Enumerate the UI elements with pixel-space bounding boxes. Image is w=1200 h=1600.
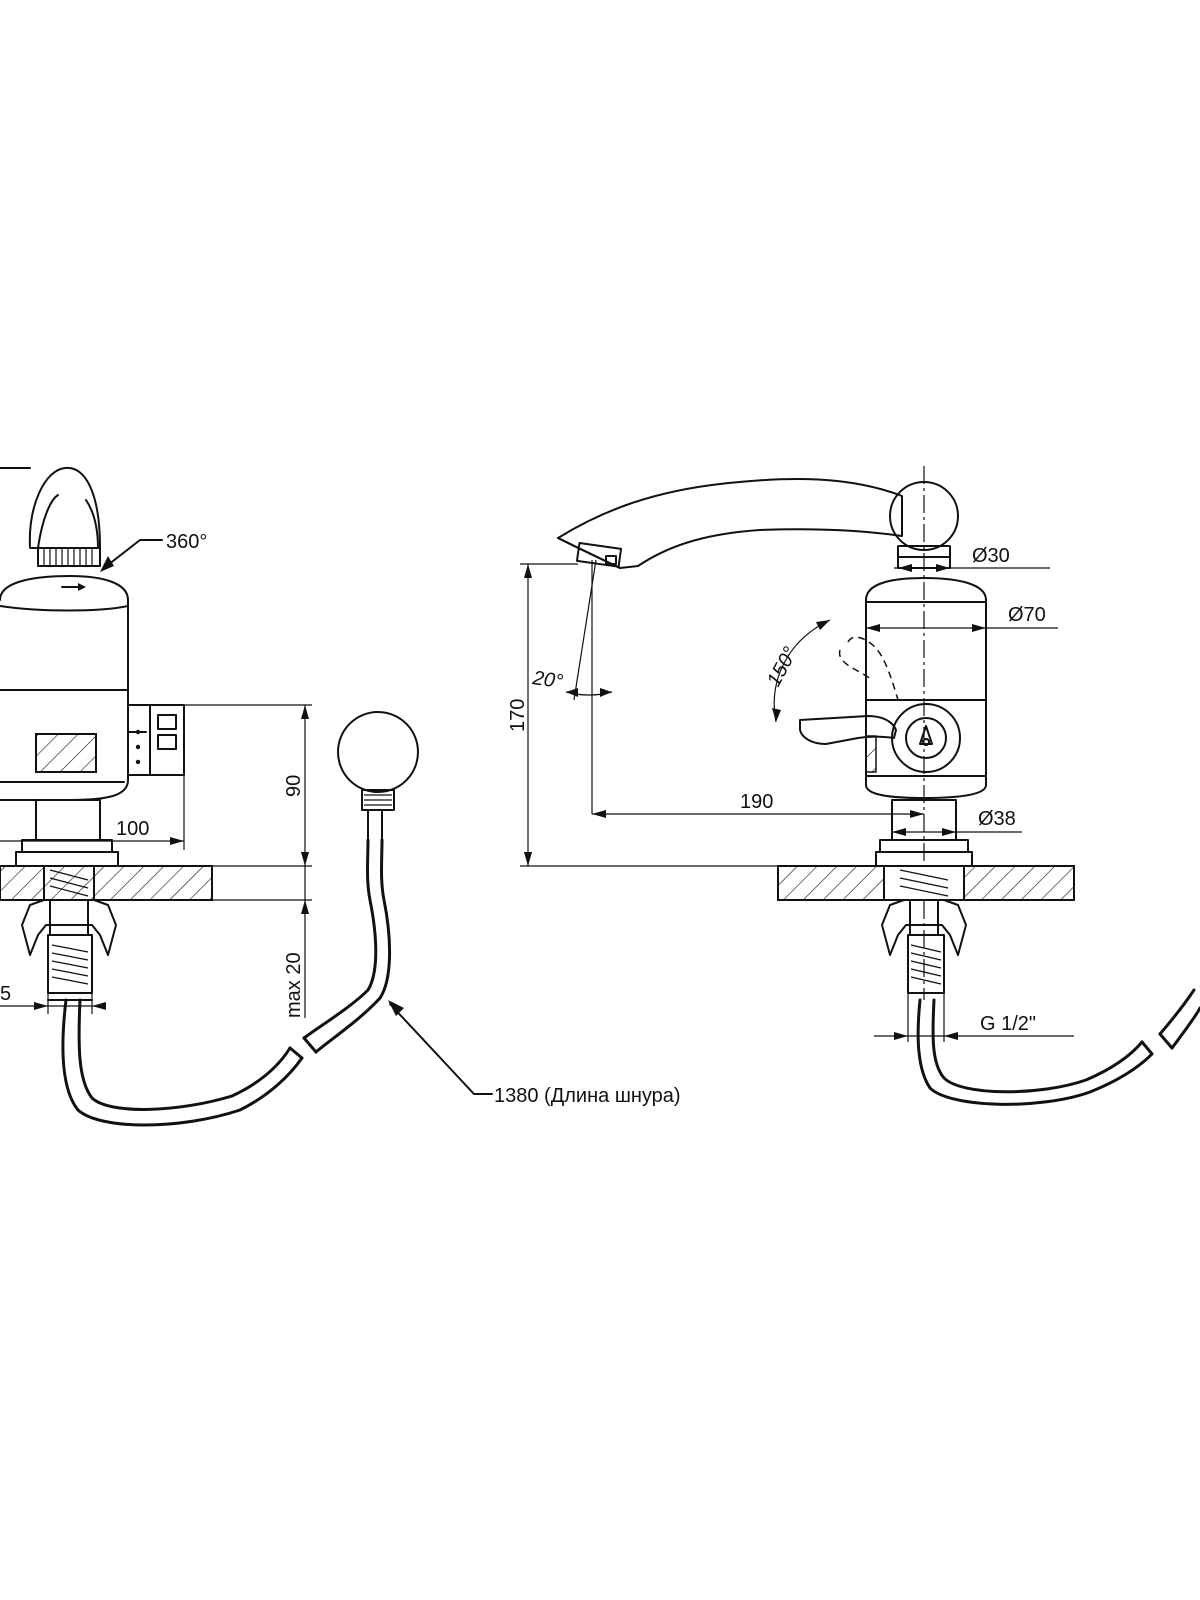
label-thread: G 1/2" [980,1013,1036,1035]
label-5: 5 [0,983,11,1005]
label-170: 170 [507,699,529,732]
plug-ball [337,711,419,793]
spout [557,478,903,569]
wing-nut-right [881,899,967,956]
label-150deg: 150° [763,643,802,690]
label-dia30: Ø30 [972,545,1010,567]
label-90: 90 [283,775,305,797]
label-20deg: 20° [530,667,564,693]
power-cord-left [61,998,304,1127]
label-360: 360° [166,531,207,553]
heater-window [35,733,97,773]
label-max20: max 20 [283,952,305,1018]
control-panel [127,704,185,776]
lever-ball [889,481,959,551]
lever-dome [28,466,101,549]
neck [35,799,101,841]
label-cord-length: 1380 (Длина шнура) [494,1085,681,1107]
power-cord-right [916,998,1154,1106]
lever-handle [799,715,897,745]
front-view: 170 20° 150° 190 Ø30 Ø70 Ø38 G [507,466,1200,1106]
shank-thread-lower [51,944,89,985]
shank-thread-upper [49,869,89,897]
heater-body [0,575,129,801]
shank-thread-right-lower [910,944,942,985]
label-100: 100 [116,818,149,840]
label-dia38: Ø38 [978,808,1016,830]
heater-body-front [865,577,987,799]
shank-thread-right-upper [899,869,949,897]
knurl [43,549,93,565]
countertop-left [0,865,213,901]
side-view: 360° 90 max 20 100 5 1380 (Длина шнура) [0,466,681,1127]
wing-nut-left [21,899,117,956]
label-dia70: Ø70 [1008,604,1046,626]
label-190: 190 [740,791,773,813]
